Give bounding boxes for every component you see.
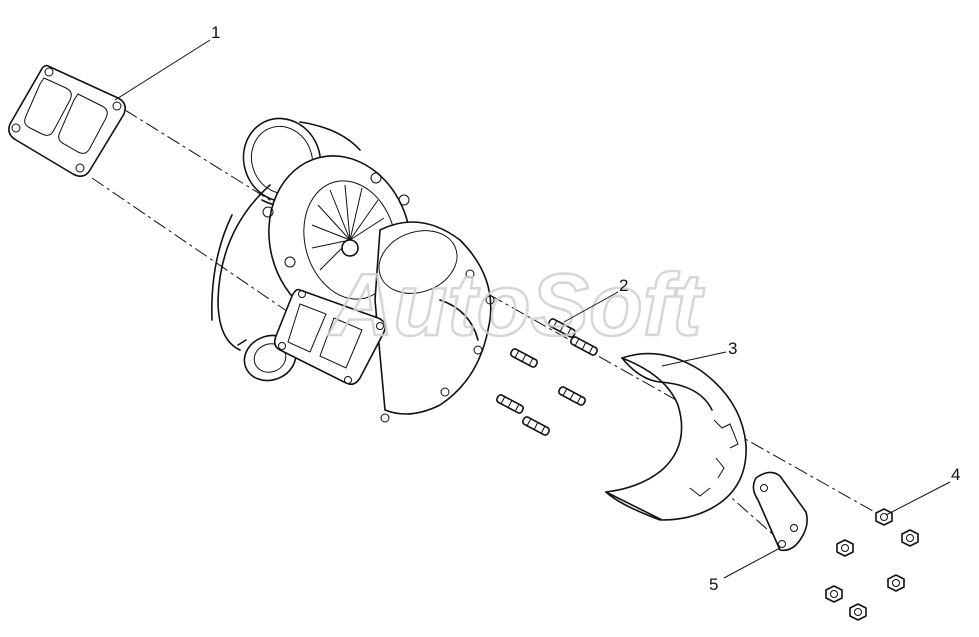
part-1-gasket [8,64,126,178]
callout-leaders [114,39,951,579]
watermark-text: AutoSoft [328,255,705,354]
callout-3-label: 3 [728,339,737,358]
callout-2-label: 2 [619,276,628,295]
callout-5-label: 5 [709,575,718,594]
part-4-nuts [825,508,919,621]
part-5-plate [752,471,808,552]
callout-4-label: 4 [951,465,960,484]
turbocharger [211,117,495,423]
part-2-studs [496,318,598,436]
part-3-heat-shield [605,352,747,521]
callout-1-label: 1 [211,23,220,42]
